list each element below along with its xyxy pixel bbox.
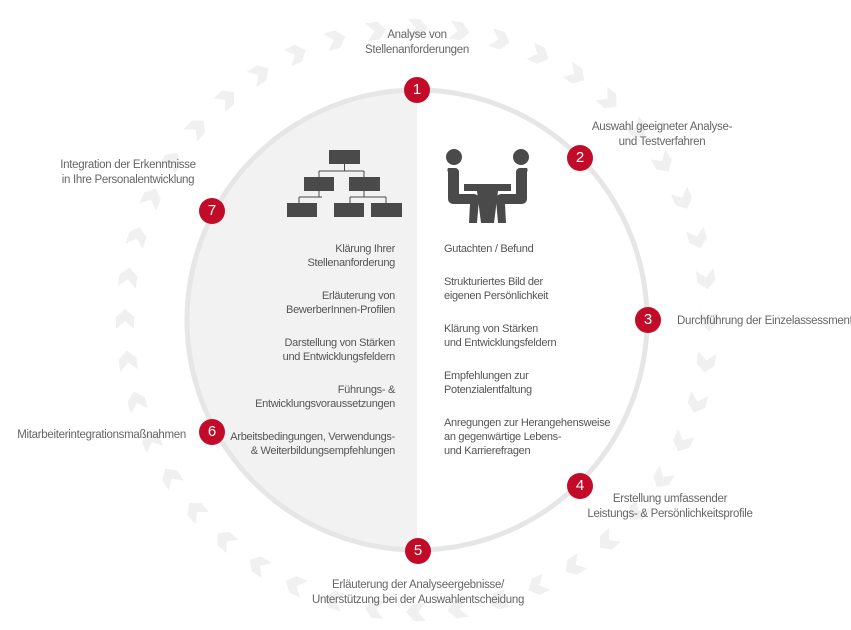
chevron-arrow-icon: [528, 573, 551, 596]
chevron-arrow-icon: [249, 556, 272, 579]
chevron-arrow-icon: [650, 149, 672, 172]
list-item: Erläuterung von BewerberInnen-Profilen: [286, 290, 395, 316]
step-1-label: Analyse von Stellenanforderungen: [365, 29, 469, 56]
chevron-arrow-icon: [217, 531, 239, 554]
step-7-badge: 7: [199, 198, 225, 224]
chevron-arrow-icon: [653, 465, 676, 488]
step-4-badge: 4: [567, 473, 593, 499]
org-chart-icon: [287, 150, 402, 217]
chevron-arrow-icon: [700, 311, 718, 331]
step-2-badge: 2: [567, 145, 593, 171]
chevron-arrow-icon: [246, 65, 269, 87]
step-3-badge: 3: [635, 307, 661, 333]
chevron-arrow-icon: [139, 188, 161, 211]
step-1-badge: 1: [404, 77, 430, 103]
list-item: Anregungen zur Herangehensweise an gegen…: [444, 417, 611, 457]
chevron-arrow-icon: [696, 351, 717, 373]
chevron-arrow-icon: [628, 498, 651, 520]
chevron-arrow-icon: [562, 61, 585, 84]
chevron-arrow-icon: [408, 19, 428, 37]
chevron-arrow-icon: [285, 576, 308, 598]
chevron-arrow-icon: [158, 152, 181, 175]
list-item: Gutachten / Befund: [444, 243, 534, 255]
step-5-badge: 5: [405, 538, 431, 564]
list-item: Strukturiertes Bild der eigenen Persönli…: [444, 276, 549, 302]
chevron-arrow-icon: [595, 86, 617, 109]
chevron-arrow-icon: [447, 598, 469, 619]
step-6-badge: 6: [199, 419, 225, 445]
step-7-label: Integration der Erkenntnisse in Ihre Per…: [60, 159, 196, 186]
step-2-label: Auswahl geeigneter Analyse- und Testverf…: [591, 121, 733, 148]
meeting-table-icon: [446, 149, 529, 223]
list-item: Arbeitsbedingungen, Verwendungs- & Weite…: [230, 431, 395, 457]
list-item: Führungs- & Entwicklungsvoraussetzungen: [255, 384, 395, 410]
chevron-arrow-icon: [127, 391, 148, 414]
chevron-arrow-icon: [686, 226, 707, 249]
chevron-arrow-icon: [526, 42, 549, 64]
step-3-label: Durchführung der Einzelassessments: [677, 315, 851, 327]
chevron-arrow-icon: [162, 468, 184, 491]
candidate-benefits-list: Gutachten / Befund Strukturiertes Bild d…: [444, 242, 611, 477]
chevron-arrow-icon: [448, 20, 470, 41]
list-item: Darstellung von Stärken und Entwicklungs…: [282, 337, 396, 363]
chevron-arrow-icon: [488, 28, 510, 50]
list-item: Empfehlungen zur Potenzialentfaltung: [444, 370, 532, 396]
chevron-arrow-icon: [125, 227, 147, 249]
list-item: Klärung Ihrer Stellenanforderung: [307, 243, 395, 269]
chevron-arrow-icon: [323, 30, 346, 51]
list-item: Klärung von Stärken und Entwicklungsfeld…: [444, 323, 557, 349]
chevron-arrow-icon: [406, 603, 426, 621]
chevron-arrow-icon: [488, 589, 511, 610]
chevron-arrow-icon: [187, 502, 209, 524]
step-4-label: Erstellung umfassender Leistungs- & Pers…: [587, 493, 753, 520]
step-6-label: Mitarbeiterintegrationsmaßnahmen: [17, 429, 186, 441]
chevron-arrow-icon: [695, 268, 716, 290]
cycle-arrows: [116, 19, 718, 621]
chevron-arrow-icon: [324, 590, 346, 612]
client-benefits-list: Klärung Ihrer Stellenanforderung Erläute…: [230, 242, 395, 477]
chevron-arrow-icon: [183, 120, 206, 142]
chevron-arrow-icon: [117, 267, 138, 289]
chevron-arrow-icon: [670, 186, 693, 209]
chevron-arrow-icon: [365, 21, 387, 42]
chevron-arrow-icon: [673, 429, 695, 452]
chevron-arrow-icon: [118, 350, 139, 372]
chevron-arrow-icon: [283, 44, 306, 67]
chevron-arrow-icon: [565, 553, 588, 575]
chevron-arrow-icon: [141, 431, 164, 454]
chevron-arrow-icon: [625, 116, 647, 138]
step-5-label: Erläuterung der Analyseergebnisse/ Unter…: [311, 579, 525, 606]
chevron-arrow-icon: [599, 528, 621, 550]
chevron-arrow-icon: [116, 309, 134, 329]
chevron-arrow-icon: [213, 90, 235, 112]
chevron-arrow-icon: [364, 599, 386, 620]
chevron-arrow-icon: [687, 391, 709, 413]
